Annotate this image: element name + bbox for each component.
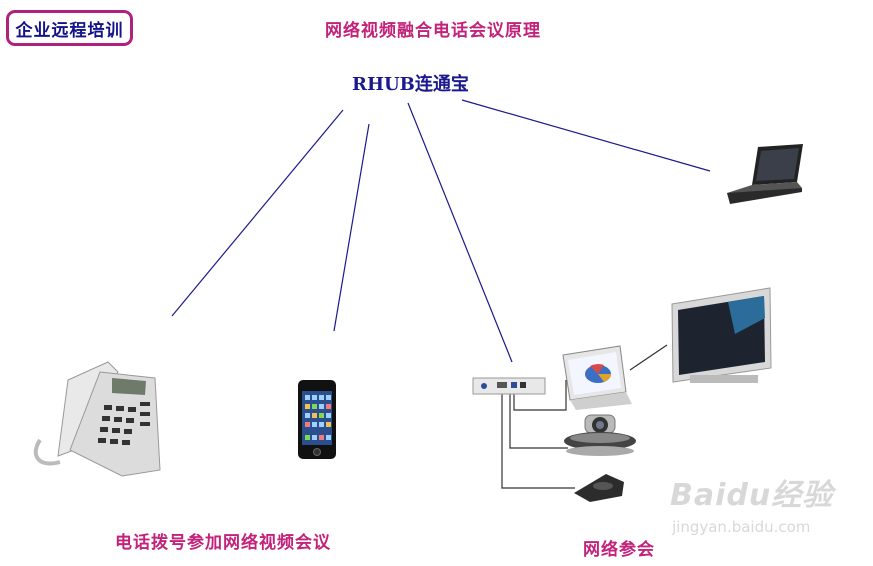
baidu-watermark: Baidu经验 jingyan.baidu.com — [670, 470, 833, 514]
link-smartphone — [334, 124, 369, 331]
rhub-box-icon — [473, 378, 545, 394]
tv-icon — [672, 288, 771, 383]
ptz-camera-icon — [564, 415, 636, 456]
laptop-icon — [727, 144, 803, 204]
caption-network-join: 网络参会 — [583, 535, 655, 560]
conference-speaker-icon — [574, 474, 624, 502]
caption-phone-dial: 电话拨号参加网络视频会议 — [115, 528, 331, 553]
desk-phone-icon — [36, 362, 160, 476]
link-rhub-box — [408, 103, 512, 362]
watermark-brand: Baidu经验 — [670, 470, 833, 514]
watermark-url: jingyan.baidu.com — [672, 518, 810, 536]
link-desk-phone — [172, 110, 343, 316]
link-laptop — [462, 100, 710, 171]
touch-panel-icon — [563, 346, 632, 410]
smartphone-icon — [298, 380, 336, 459]
